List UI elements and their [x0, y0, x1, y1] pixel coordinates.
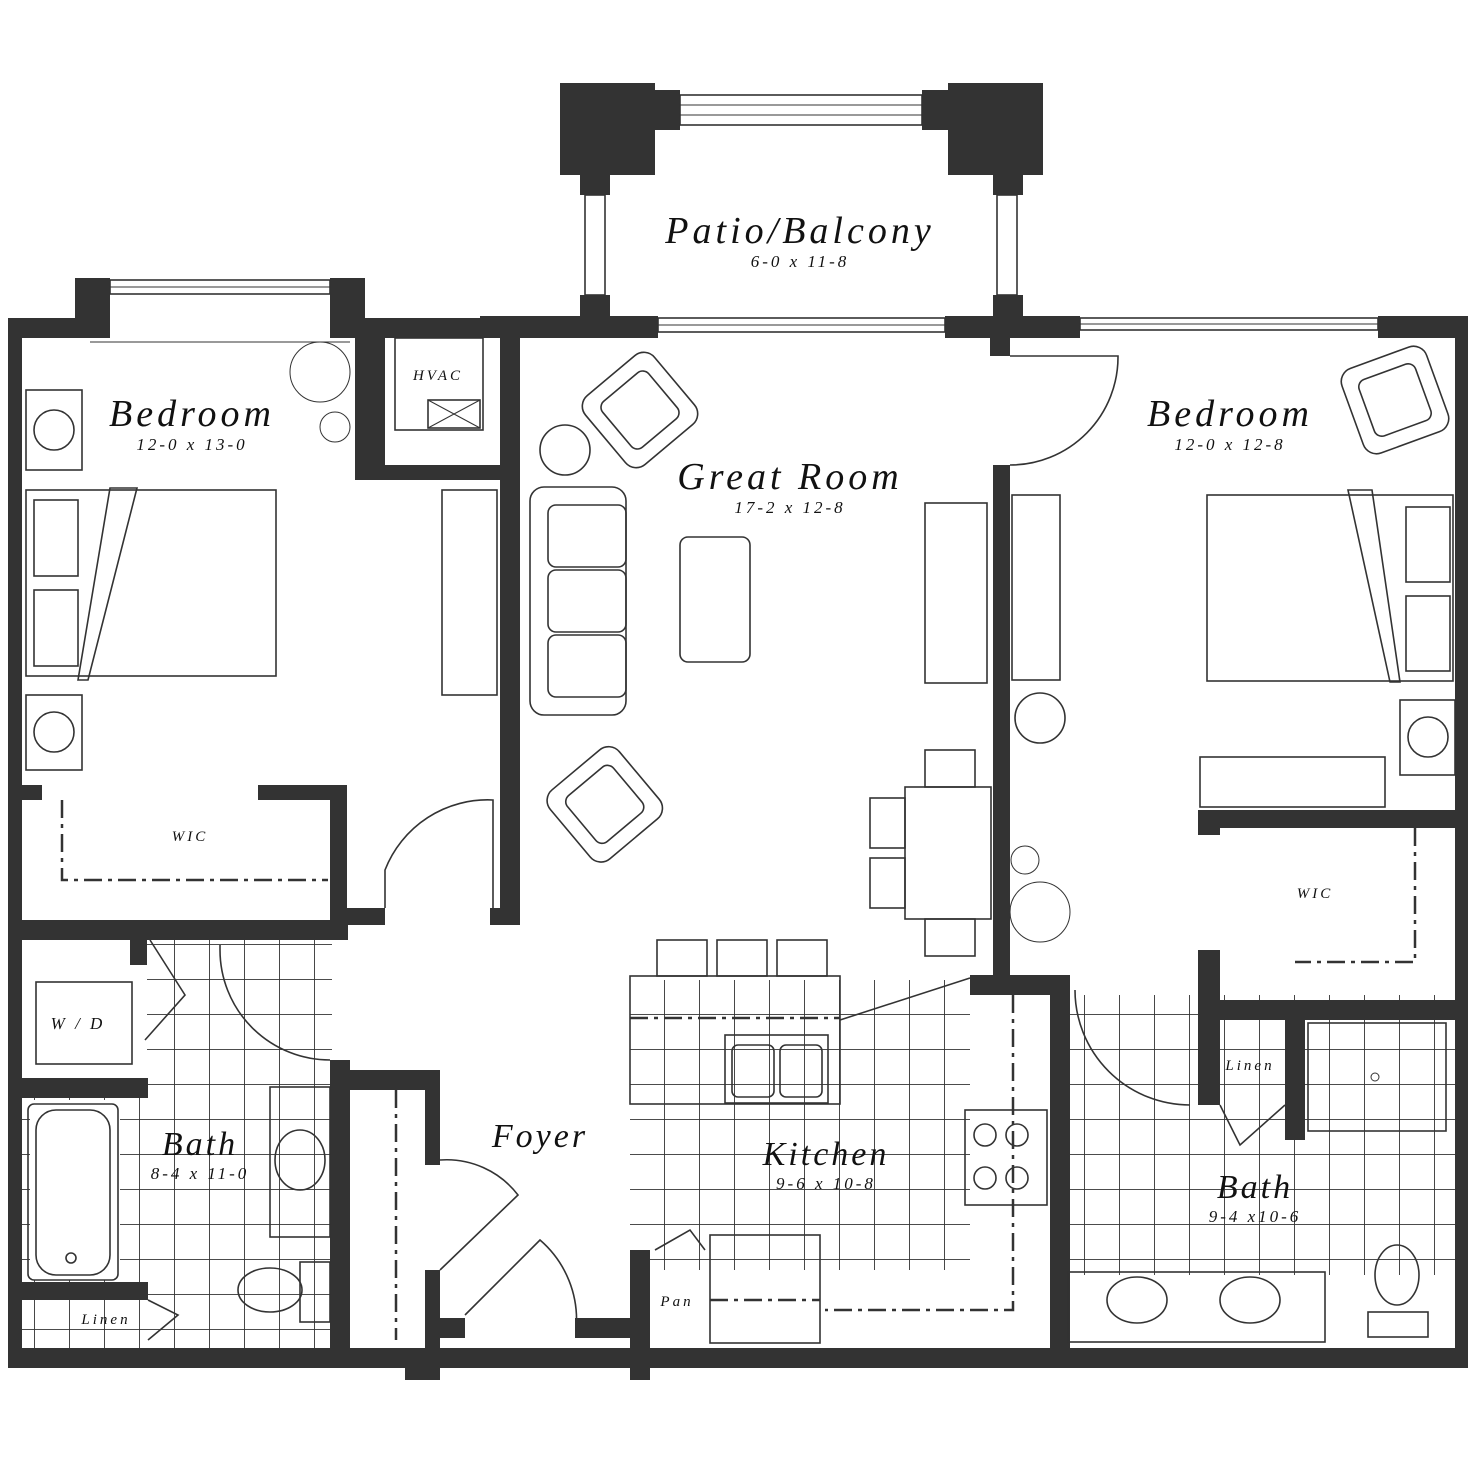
- bed-left: [25, 489, 277, 677]
- patio-dims: 6-0 x 11-8: [750, 252, 850, 271]
- closet-rods: [60, 800, 1417, 1340]
- bed-right: [1206, 494, 1454, 682]
- windows: [90, 279, 1379, 343]
- patio-room-label: Patio/Balcony 6-0 x 11-8: [665, 210, 934, 271]
- wic-right-label: WIC: [1296, 886, 1334, 902]
- bath-left-dims: 8-4 x 11-0: [150, 1164, 250, 1183]
- bedroom-left-label: Bedroom: [109, 393, 275, 435]
- bath-right-label: Bath: [1216, 1169, 1294, 1206]
- great-room-label: Great Room: [677, 456, 903, 498]
- sofa: [529, 486, 627, 716]
- patio-label: Patio/Balcony: [665, 210, 935, 252]
- laundry-label: W / D: [50, 1014, 106, 1033]
- tv-console: [924, 502, 988, 684]
- shower: [1307, 1022, 1447, 1132]
- tile-floors: [22, 940, 1455, 1348]
- doors: [144, 355, 1286, 1341]
- bath-right-dims: 9-4 x10-6: [1208, 1207, 1302, 1226]
- walls: [8, 278, 1468, 1380]
- kitchen-room-label: Kitchen 9-6 x 10-8: [763, 1136, 890, 1193]
- linen-right-label: Linen: [1225, 1058, 1275, 1074]
- foyer-label: Foyer: [491, 1118, 589, 1155]
- dining-table: [904, 786, 992, 920]
- great-room-room-label: Great Room 17-2 x 12-8: [677, 456, 902, 517]
- wic-left-label: WIC: [171, 829, 209, 845]
- bedroom-right-room-label: Bedroom 12-0 x 12-8: [1147, 393, 1313, 454]
- kitchen-label: Kitchen: [762, 1136, 890, 1173]
- furniture: [25, 337, 1456, 1344]
- patio-structure: [560, 83, 1043, 320]
- bedroom-left-room-label: Bedroom 12-0 x 13-0: [109, 393, 275, 454]
- washer-dryer: [35, 981, 133, 1065]
- hvac-label: HVAC: [412, 368, 464, 384]
- bath-right-room-label: Bath 9-4 x10-6: [1209, 1169, 1302, 1226]
- refrigerator: [709, 1234, 821, 1344]
- bath-left-label: Bath: [161, 1126, 239, 1163]
- great-room-dims: 17-2 x 12-8: [734, 498, 846, 517]
- bedroom-left-dims: 12-0 x 13-0: [136, 435, 248, 454]
- vanity: [1067, 1271, 1326, 1343]
- coffee-table: [679, 536, 751, 663]
- pantry-label: Pan: [660, 1294, 694, 1310]
- stove: [964, 1109, 1048, 1206]
- linen-left-label: Linen: [81, 1312, 131, 1328]
- bedroom-right-dims: 12-0 x 12-8: [1174, 435, 1286, 454]
- bathtub: [27, 1103, 119, 1281]
- kitchen-sink: [724, 1034, 829, 1104]
- bedroom-right-label: Bedroom: [1147, 393, 1313, 435]
- bath-left-room-label: Bath 8-4 x 11-0: [151, 1126, 250, 1183]
- kitchen-dims: 9-6 x 10-8: [776, 1174, 876, 1193]
